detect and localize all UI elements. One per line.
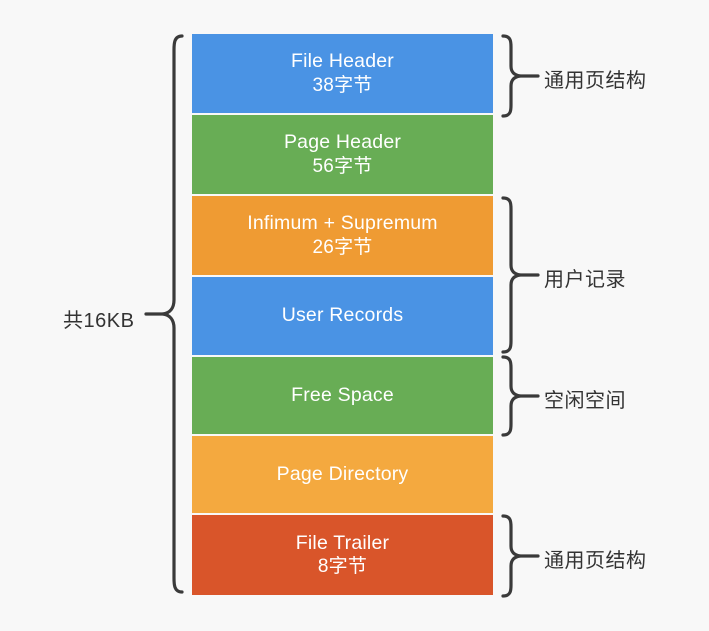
brace-total-16kb [161,34,184,594]
block-file-trailer-title: File Trailer [295,531,390,554]
block-page-header-size: 56字节 [312,155,373,177]
total-size-label: 共16KB [63,310,135,332]
block-file-trailer[interactable]: File Trailer 8字节 [192,515,493,595]
block-file-header[interactable]: File Header 38字节 [192,34,493,115]
block-user-records[interactable]: User Records [192,277,493,357]
annotation-common-page-structure-bottom: 通用页结构 [544,550,647,572]
annotation-free-space-group: 空闲空间 [544,390,626,412]
block-user-records-title: User Records [281,304,404,327]
brace-free-space-group [501,355,522,437]
block-free-space-title: Free Space [291,383,394,406]
block-file-header-title: File Header [291,50,394,73]
block-page-header-title: Page Header [283,131,402,154]
block-file-header-size: 38字节 [312,74,373,96]
block-infimum-supremum-size: 26字节 [312,236,373,258]
block-infimum-supremum-title: Infimum + Supremum [247,212,438,235]
annotation-user-records-group: 用户记录 [544,269,626,291]
block-infimum-supremum[interactable]: Infimum + Supremum 26字节 [192,196,493,277]
brace-common-page-structure-top [501,34,522,118]
brace-common-page-structure-bottom [501,514,522,598]
annotation-common-page-structure-top: 通用页结构 [544,70,647,92]
brace-user-records-group [501,196,522,354]
block-file-trailer-size: 8字节 [317,556,368,578]
block-page-header[interactable]: Page Header 56字节 [192,115,493,196]
block-page-directory[interactable]: Page Directory [192,436,493,515]
block-page-directory-title: Page Directory [276,462,409,485]
block-free-space[interactable]: Free Space [192,357,493,436]
page-block-stack: File Header 38字节 Page Header 56字节 Infimu… [192,34,493,595]
